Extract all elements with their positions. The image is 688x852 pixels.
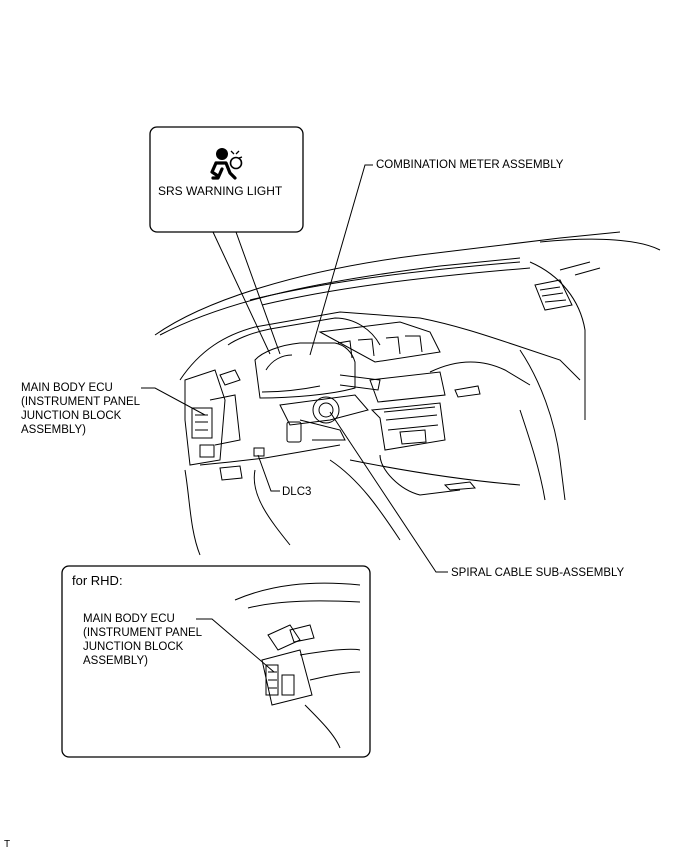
main-body-ecu-label: MAIN BODY ECU (INSTRUMENT PANEL JUNCTION…	[21, 381, 140, 437]
main-body-ecu-drawing	[184, 369, 241, 466]
footer-mark: T	[4, 839, 11, 850]
combination-meter	[254, 342, 356, 399]
dashboard-outline	[179, 311, 581, 381]
airbag-warning-icon	[210, 148, 243, 180]
leader-dlc3	[257, 454, 280, 492]
rhd-ecu-line-4: ASSEMBLY)	[83, 655, 148, 667]
rhd-main-body-ecu-label: MAIN BODY ECU (INSTRUMENT PANEL JUNCTION…	[83, 612, 202, 668]
rhd-ecu-line-2: (INSTRUMENT PANEL	[83, 627, 203, 639]
steering-column	[279, 394, 369, 426]
center-console	[369, 371, 446, 451]
combination-meter-label: COMBINATION METER ASSEMBLY	[376, 159, 564, 171]
rhd-ecu-line-1: MAIN BODY ECU	[83, 613, 175, 625]
srs-warning-light-label: SRS WARNING LIGHT	[158, 184, 283, 198]
dlc3-label: DLC3	[282, 486, 312, 498]
main-body-ecu-line-2: (INSTRUMENT PANEL	[21, 396, 141, 408]
main-body-ecu-line-3: JUNCTION BLOCK	[21, 410, 122, 422]
rhd-ecu-line-3: JUNCTION BLOCK	[83, 641, 184, 653]
leader-rhd-ecu	[196, 618, 275, 673]
callout-pointer	[212, 231, 281, 355]
rhd-dashboard-drawing	[234, 582, 361, 749]
spiral-cable	[312, 396, 340, 424]
leader-combination-meter	[309, 164, 373, 356]
main-body-ecu-line-4: ASSEMBLY)	[21, 424, 86, 436]
main-body-ecu-line-1: MAIN BODY ECU	[21, 382, 113, 394]
dlc3-connector	[253, 447, 265, 457]
srs-callout-box	[149, 126, 304, 233]
leader-main-body-ecu	[141, 387, 206, 416]
leader-spiral-cable	[329, 411, 448, 573]
rhd-inset-box	[61, 565, 371, 758]
spiral-cable-label: SPIRAL CABLE SUB-ASSEMBLY	[451, 567, 625, 579]
rhd-inset-title: for RHD:	[72, 573, 123, 588]
